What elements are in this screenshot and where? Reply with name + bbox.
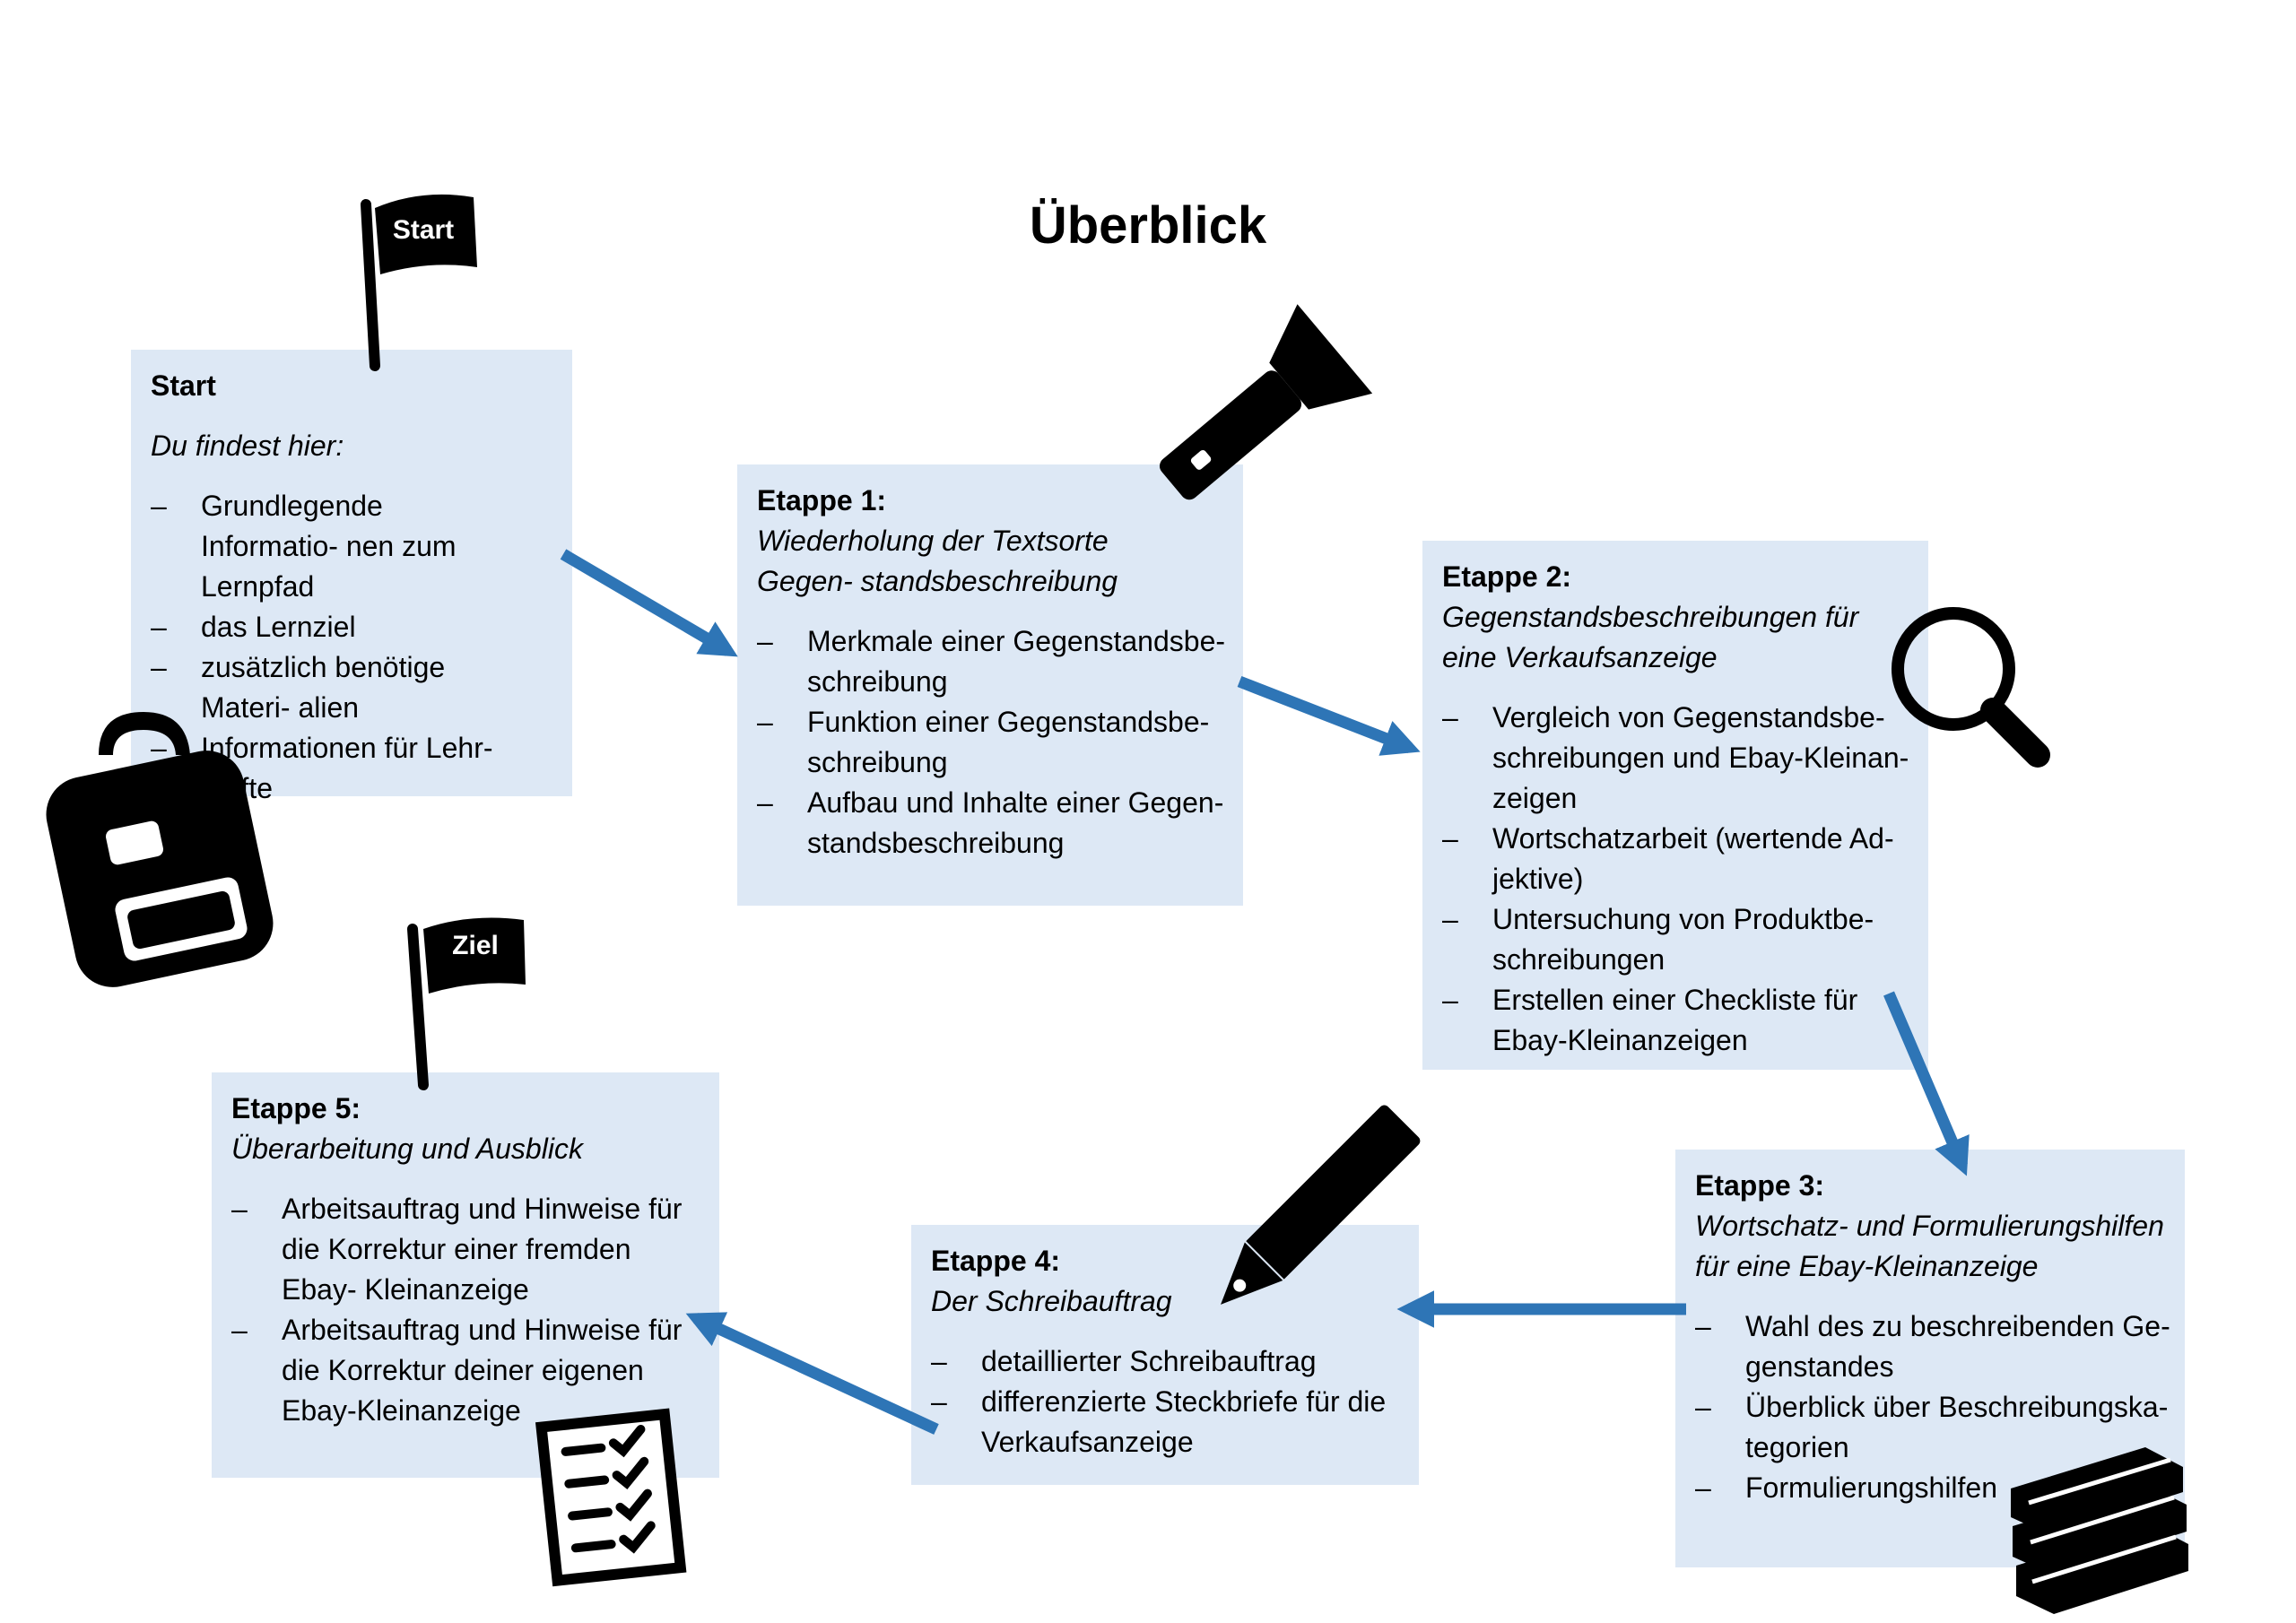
list-item: zusätzlich benötige Materi- alien xyxy=(151,647,506,728)
box-subheading: Überarbeitung und Ausblick xyxy=(231,1133,583,1165)
start-box: Start Du findest hier: Grundlegende Info… xyxy=(131,350,572,804)
box-heading: Etappe 3: xyxy=(1695,1169,1825,1202)
box-heading: Etappe 5: xyxy=(231,1092,361,1124)
list-item: Funktion einer Gegenstandsbe- schreibung xyxy=(757,702,1229,783)
list-item: differenzierte Steckbriefe für die Verka… xyxy=(931,1382,1421,1462)
box-list: detaillierter Schreibauftrag differenzie… xyxy=(931,1341,1399,1462)
list-item: Formulierungshilfen xyxy=(1695,1468,2176,1508)
list-item: Merkmale einer Gegenstandsbe- schreibung xyxy=(757,621,1229,702)
box-list: Arbeitsauftrag und Hinweise für die Korr… xyxy=(231,1189,700,1431)
box-list: Grundlegende Informatio- nen zum Lernpfa… xyxy=(151,486,552,809)
etappe-4-box: Etappe 4: Der Schreibauftrag detailliert… xyxy=(911,1225,1419,1485)
list-item: Arbeitsauftrag und Hinweise für die Korr… xyxy=(231,1189,694,1310)
box-list: Vergleich von Gegenstandsbe- schreibunge… xyxy=(1442,698,1909,1061)
list-item: Untersuchung von Produktbe- schreibungen xyxy=(1442,899,1923,980)
list-item: Aufbau und Inhalte einer Gegen- standsbe… xyxy=(757,783,1229,864)
list-item: Grundlegende Informatio- nen zum Lernpfa… xyxy=(151,486,506,607)
arrow-start-to-etappe1 xyxy=(560,549,738,657)
list-item: Arbeitsauftrag und Hinweise für die Korr… xyxy=(231,1310,694,1431)
box-subheading: Du findest hier: xyxy=(151,430,344,462)
box-subheading: Der Schreibauftrag xyxy=(931,1285,1172,1317)
box-heading: Start xyxy=(151,369,216,402)
box-subheading: Gegenstandsbeschreibungen für eine Verka… xyxy=(1442,601,1859,673)
etappe-3-box: Etappe 3: Wortschatz- und Formulierungsh… xyxy=(1675,1150,2185,1567)
arrow-etappe4-to-etappe5 xyxy=(685,1312,939,1435)
etappe-1-box: Etappe 1: Wiederholung der Textsorte Geg… xyxy=(737,464,1243,906)
box-subheading: Wiederholung der Textsorte Gegen- stands… xyxy=(757,525,1118,597)
etappe-2-box: Etappe 2: Gegenstandsbeschreibungen für … xyxy=(1422,541,1928,1070)
box-list: Wahl des zu beschreibenden Ge- genstande… xyxy=(1695,1306,2170,1508)
ziel-flag-label: Ziel xyxy=(452,931,499,960)
box-heading: Etappe 4: xyxy=(931,1245,1061,1277)
list-item: Informationen für Lehr- kräfte xyxy=(151,728,506,809)
list-item: detaillierter Schreibauftrag xyxy=(931,1341,1421,1382)
list-item: Überblick über Beschreibungska- tegorien xyxy=(1695,1387,2176,1468)
arrow-etappe1-to-etappe2 xyxy=(1237,675,1421,756)
etappe-5-box: Etappe 5: Überarbeitung und Ausblick Arb… xyxy=(212,1072,719,1478)
box-list: Merkmale einer Gegenstandsbe- schreibung… xyxy=(757,621,1225,864)
box-subheading: Wortschatz- und Formulierungshilfen für … xyxy=(1695,1210,2164,1282)
box-heading: Etappe 1: xyxy=(757,484,887,516)
list-item: Vergleich von Gegenstandsbe- schreibunge… xyxy=(1442,698,1923,819)
list-item: das Lernziel xyxy=(151,607,506,647)
box-heading: Etappe 2: xyxy=(1442,560,1572,593)
flag-icon: Ziel xyxy=(407,917,526,1090)
page-title: Überblick xyxy=(1029,196,1267,255)
list-item: Erstellen einer Checkliste für Ebay-Klei… xyxy=(1442,980,1923,1061)
list-item: Wortschatzarbeit (wertende Ad- jektive) xyxy=(1442,819,1923,899)
list-item: Wahl des zu beschreibenden Ge- genstande… xyxy=(1695,1306,2176,1387)
